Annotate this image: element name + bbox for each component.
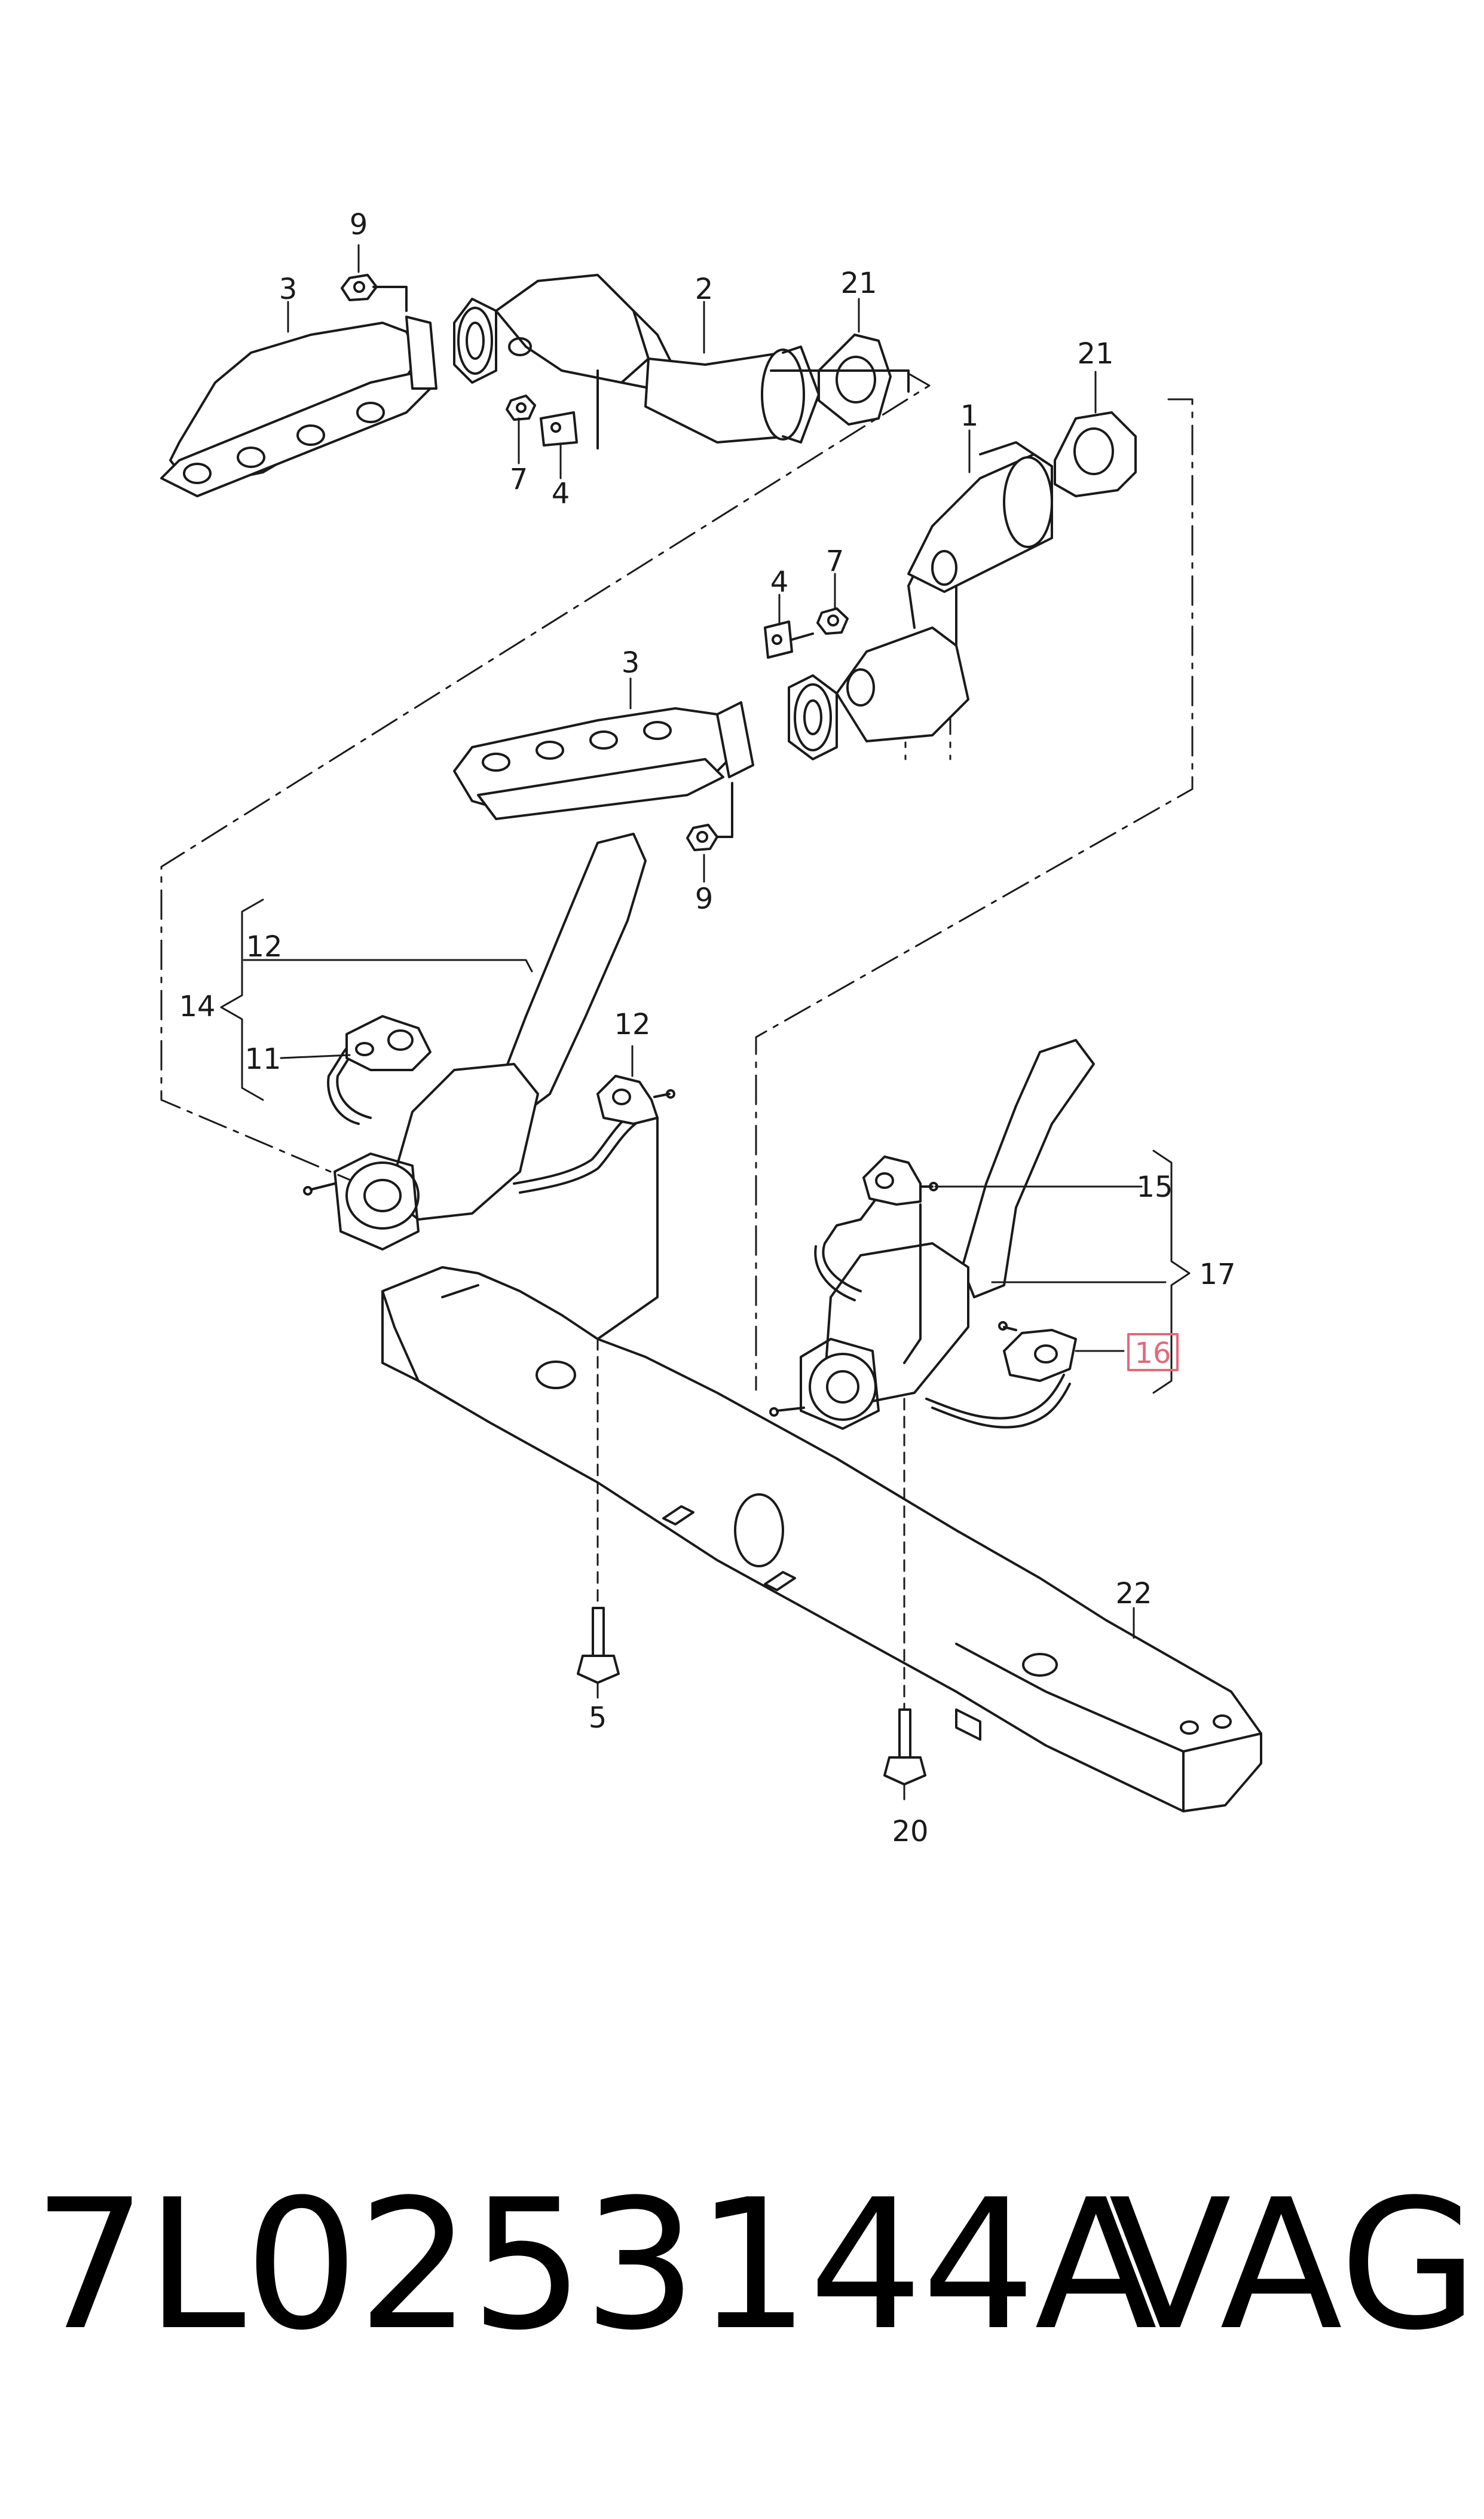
callout-12[interactable]: 12 bbox=[246, 930, 282, 964]
bracket-4-upper bbox=[540, 411, 578, 447]
callout-17[interactable]: 17 bbox=[1199, 1258, 1235, 1291]
callout-15[interactable]: 15 bbox=[1136, 1170, 1173, 1204]
flange-mid bbox=[788, 674, 838, 760]
callout-3[interactable]: 3 bbox=[622, 646, 640, 680]
callout-9[interactable]: 9 bbox=[350, 208, 368, 241]
callout-11[interactable]: 11 bbox=[244, 1043, 281, 1076]
part-number: 7L0253144A bbox=[33, 2161, 1157, 2370]
exhaust-manifold-upper bbox=[160, 316, 437, 497]
bolt-5 bbox=[577, 1607, 620, 1684]
catalytic-converter-mid bbox=[836, 441, 1053, 742]
callout-labels: 9 3 2 21 7 4 21 1 7 4 3 9 12 14 11 12 15… bbox=[179, 208, 1235, 1848]
callout-3[interactable]: 3 bbox=[279, 273, 298, 306]
exhaust-manifold-mid bbox=[453, 701, 754, 820]
callout-4[interactable]: 4 bbox=[770, 565, 789, 599]
highlight-box bbox=[1127, 1333, 1179, 1371]
brace-14 bbox=[220, 898, 264, 1101]
callout-7[interactable]: 7 bbox=[826, 545, 844, 578]
mount-lines bbox=[596, 1117, 922, 1364]
fastener-center-lines bbox=[596, 1338, 905, 1711]
catalytic-converter-left bbox=[303, 833, 647, 1251]
heat-shield-16 bbox=[998, 1321, 1077, 1382]
callout-7[interactable]: 7 bbox=[510, 463, 528, 496]
gasket-21-mid bbox=[1054, 411, 1137, 497]
bracket-lines-upper bbox=[372, 286, 910, 450]
callout-21[interactable]: 21 bbox=[840, 267, 877, 300]
callout-21[interactable]: 21 bbox=[1077, 337, 1113, 371]
callout-20[interactable]: 20 bbox=[892, 1815, 928, 1848]
nut-7-upper bbox=[506, 395, 536, 421]
bracket-4-mid bbox=[764, 620, 814, 659]
callout-5[interactable]: 5 bbox=[589, 1701, 607, 1735]
callout-12[interactable]: 12 bbox=[614, 1008, 650, 1041]
brand-name: VAG bbox=[1109, 2161, 1479, 2370]
nut-7-mid bbox=[816, 607, 849, 635]
nut-9-mid bbox=[686, 782, 733, 851]
crossmember-22 bbox=[381, 1266, 1262, 1812]
callout-22[interactable]: 22 bbox=[1115, 1577, 1152, 1610]
heat-shield-11 bbox=[345, 1015, 432, 1071]
callout-16-highlighted[interactable]: 16 bbox=[1134, 1337, 1171, 1370]
catalytic-converter-right bbox=[769, 1039, 1095, 1430]
callout-1[interactable]: 1 bbox=[960, 399, 979, 433]
rubber-mount-12-left bbox=[596, 1075, 675, 1125]
rubber-mount-15 bbox=[862, 1155, 938, 1206]
nut-9-upper bbox=[341, 274, 378, 301]
leader-lines bbox=[243, 244, 1167, 1800]
brace-17 bbox=[1152, 1150, 1191, 1394]
callout-9[interactable]: 9 bbox=[695, 882, 714, 916]
gasket-21-upper bbox=[818, 334, 892, 426]
callout-2[interactable]: 2 bbox=[695, 273, 714, 306]
callout-4[interactable]: 4 bbox=[552, 477, 570, 510]
flange-gasket-upper bbox=[453, 298, 497, 384]
callout-14[interactable]: 14 bbox=[179, 990, 215, 1023]
bolt-20 bbox=[883, 1708, 926, 1786]
catalytic-converter-upper bbox=[495, 274, 820, 444]
